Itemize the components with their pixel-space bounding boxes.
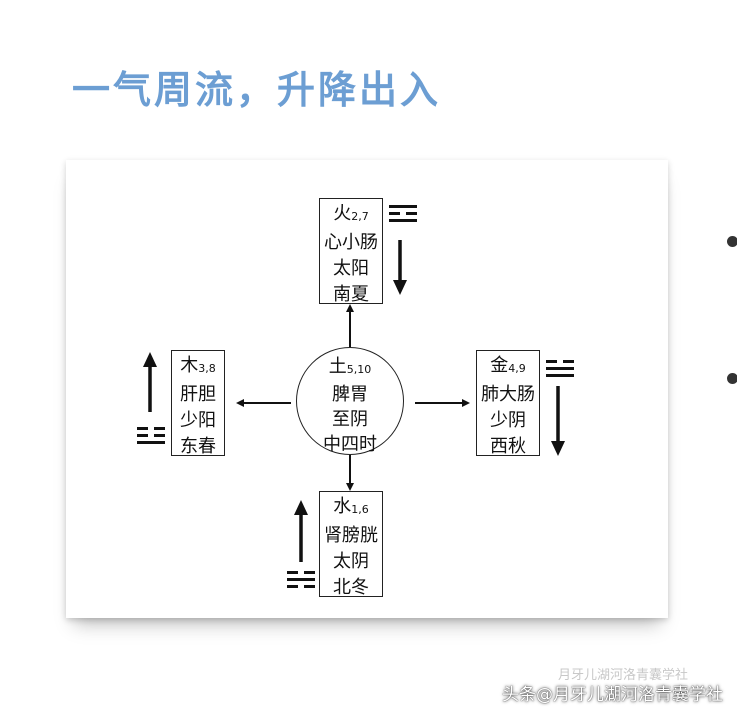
earth-name: 土 — [328, 356, 347, 377]
metal-channel: 少阴 — [490, 410, 526, 431]
wood-season: 东春 — [180, 436, 216, 457]
water-channel: 太阴 — [333, 551, 369, 572]
metal-descend-arrowhead — [551, 441, 565, 456]
wood-numbers: 3,8 — [198, 362, 216, 375]
water-organs: 肾膀胱 — [324, 525, 378, 546]
earth-season: 中四时 — [323, 434, 377, 455]
earth-organs: 脾胃 — [332, 384, 368, 405]
wood-channel: 少阳 — [180, 410, 216, 431]
metal-numbers: 4,9 — [508, 362, 526, 375]
wood-organs: 肝胆 — [180, 384, 216, 405]
fire-heading: 火2,7 — [320, 201, 382, 230]
water-element-box: 水1,6 肾膀胱 太阴 北冬 — [319, 491, 383, 598]
bullet-point — [727, 236, 737, 247]
earth-numbers: 5,10 — [346, 363, 372, 376]
watermark-text: 头条@月牙儿湖河洛青囊学社 — [502, 685, 723, 705]
water-name: 水 — [333, 496, 352, 517]
water-season: 北冬 — [333, 577, 369, 598]
trigram-li-icon — [389, 205, 417, 222]
water-numbers: 1,6 — [351, 503, 369, 516]
metal-element-box: 金4,9 肺大肠 少阴 西秋 — [476, 350, 540, 457]
trigram-kan-icon — [287, 571, 315, 588]
fire-name: 火 — [333, 203, 352, 224]
fire-numbers: 2,7 — [351, 210, 369, 223]
wood-ascend-arrowhead — [143, 352, 157, 367]
slide-title: 一气周流，升降出入 — [72, 68, 442, 112]
water-ascend-arrowhead — [294, 500, 308, 515]
metal-season: 西秋 — [490, 436, 526, 457]
wood-name: 木 — [180, 355, 199, 376]
wood-element-box: 木3,8 肝胆 少阳 东春 — [171, 350, 225, 457]
metal-name: 金 — [490, 355, 509, 376]
bullet-point — [727, 373, 737, 384]
wood-heading: 木3,8 — [172, 353, 224, 382]
trigram-zhen-icon — [137, 427, 165, 444]
trigram-dui-icon — [546, 360, 574, 377]
earth-element-circle: 土5,10 脾胃 至阴 中四时 — [296, 347, 404, 455]
metal-organs: 肺大肠 — [481, 384, 535, 405]
fire-descend-arrowhead — [393, 280, 407, 295]
metal-heading: 金4,9 — [477, 353, 539, 382]
fire-element-box: 火2,7 心小肠 太阳 南夏 — [319, 198, 383, 305]
water-heading: 水1,6 — [320, 494, 382, 523]
earth-heading: 土5,10 — [329, 356, 372, 377]
earth-channel: 至阴 — [332, 409, 368, 430]
watermark-faint-text: 月牙儿湖河洛青囊学社 — [558, 668, 689, 683]
fire-organs: 心小肠 — [324, 232, 378, 253]
fire-season: 南夏 — [333, 284, 369, 305]
fire-channel: 太阳 — [333, 258, 369, 279]
